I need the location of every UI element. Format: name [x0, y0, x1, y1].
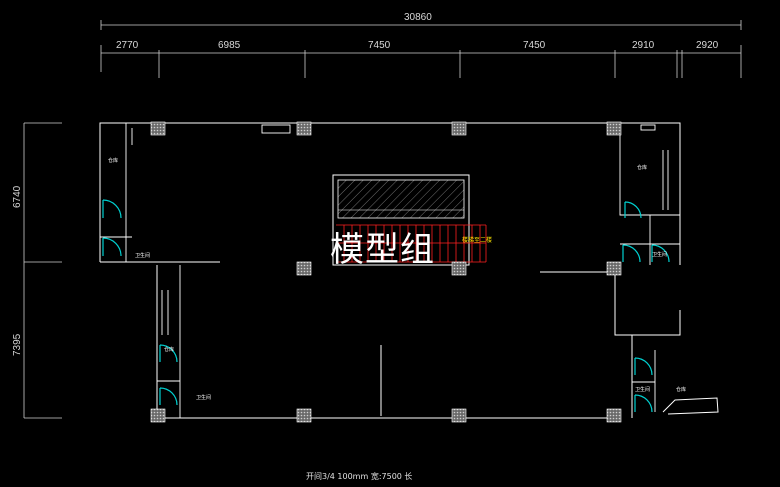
stair-void — [332, 174, 470, 266]
stair-treads — [336, 224, 487, 263]
column — [296, 408, 312, 423]
column — [606, 121, 622, 136]
column — [451, 121, 467, 136]
column — [296, 261, 312, 276]
segment-label-6: 2920 — [696, 40, 719, 51]
column — [150, 121, 166, 136]
segment-label-2: 6985 — [218, 40, 241, 51]
room-label-right-bottom: 仓库 — [676, 387, 687, 393]
column — [606, 261, 622, 276]
door-swing — [102, 199, 122, 219]
column — [150, 408, 166, 423]
interior-walls — [100, 123, 680, 418]
room-label-mid-left-toilet: 卫生间 — [196, 395, 212, 401]
room-label-right-bottom-toilet: 卫生间 — [635, 387, 651, 393]
segment-label-5: 2910 — [632, 40, 655, 51]
column — [296, 121, 312, 136]
top-dimension-lines — [100, 20, 742, 78]
room-label-mid-left: 仓库 — [164, 347, 175, 353]
left-dimension-lines — [23, 122, 62, 419]
stair-annotation: 楼梯至二楼 — [462, 237, 493, 244]
left-segment-label-1: 6740 — [12, 185, 23, 208]
room-label-right-top: 仓库 — [637, 165, 648, 171]
segment-label-4: 7450 — [523, 40, 546, 51]
room-label-left-toilet: 卫生间 — [135, 253, 151, 259]
column — [606, 408, 622, 423]
overall-width-label: 30860 — [404, 12, 432, 23]
columns — [150, 121, 622, 423]
plan-caption: 开间3/4 100mm 宽:7500 长 — [306, 472, 413, 481]
room-label-left-top: 仓库 — [108, 158, 119, 164]
column — [451, 261, 467, 276]
room-label-right-toilet: 卫生间 — [652, 252, 668, 258]
watermark-text: 模型组 — [330, 230, 435, 270]
left-segment-label-2: 7395 — [12, 333, 23, 356]
segment-label-1: 2770 — [116, 40, 139, 51]
segment-label-3: 7450 — [368, 40, 391, 51]
column — [451, 408, 467, 423]
doors — [102, 199, 670, 413]
